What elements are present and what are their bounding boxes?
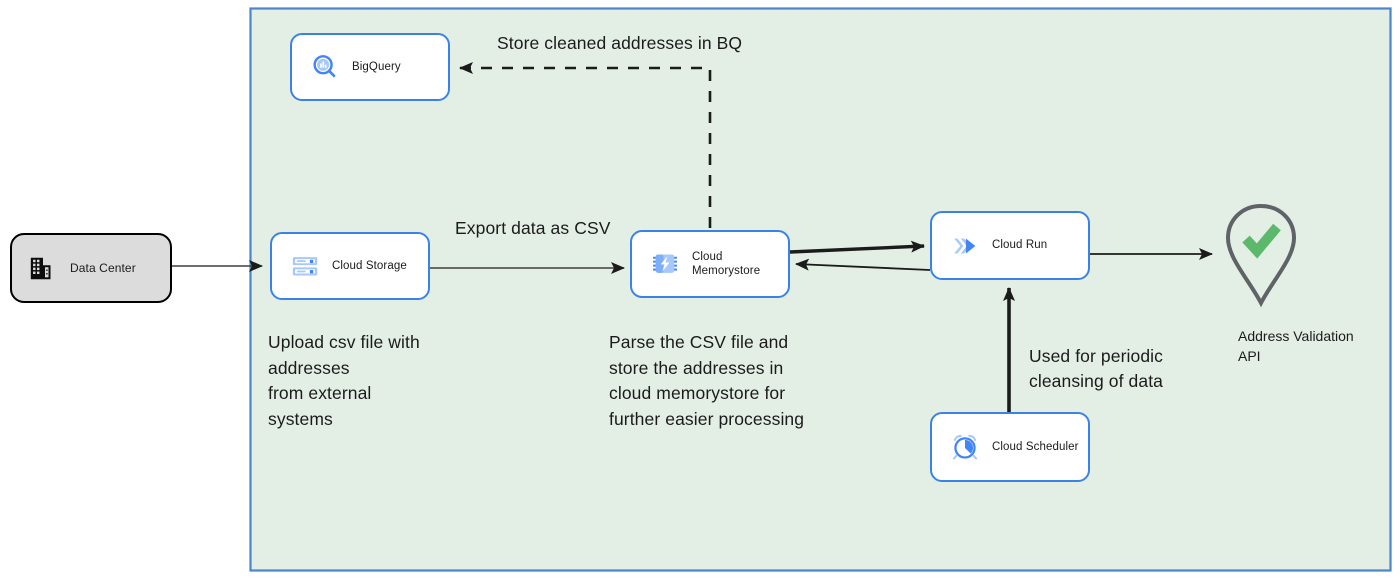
node-cloud-storage[interactable]: Cloud Storage [270,232,430,300]
node-label: Data Center [70,260,136,275]
google-cloud-boundary [249,7,1392,572]
annotation-parse-csv: Parse the CSV file and store the address… [609,332,805,430]
cloud-storage-icon [292,257,318,276]
node-data-center[interactable]: Data Center [10,233,172,303]
edge-memorystore-to-cloudrun [789,240,925,254]
edge-cloudrun-to-memorystore [795,258,931,271]
edge-label-periodic-cleansing: Used for periodic cleansing of data [1029,346,1164,391]
node-cloud-run[interactable]: Cloud Run [930,211,1090,280]
address-validation-api-label: Address Validation API [1238,328,1354,365]
node-label: Cloud Scheduler [992,440,1079,453]
node-cloud-scheduler[interactable]: Cloud Scheduler [930,412,1090,482]
bigquery-icon [313,55,336,78]
node-bigquery[interactable]: BigQuery [290,33,450,101]
node-label: Cloud Run [992,239,1048,252]
node-label: Cloud Memorystore [692,250,761,277]
cloud-memorystore-icon [653,254,677,273]
annotation-upload-csv: Upload csv file with addresses from exte… [268,332,420,430]
data-center-icon [30,257,51,280]
edge-dashed-to-bigquery [459,62,712,228]
node-label: Cloud Storage [332,259,407,272]
edge-label-store-cleaned-in-bq: Store cleaned addresses in BQ [497,33,743,53]
map-pin-check-icon [1225,203,1297,308]
edge-label-export-csv: Export data as CSV [455,218,611,238]
external-address-validation-api[interactable] [1218,202,1304,308]
cloud-run-icon [954,238,976,253]
cloud-scheduler-icon [952,434,978,460]
node-label: BigQuery [352,60,401,73]
node-cloud-memorystore[interactable]: Cloud Memorystore [630,230,790,298]
